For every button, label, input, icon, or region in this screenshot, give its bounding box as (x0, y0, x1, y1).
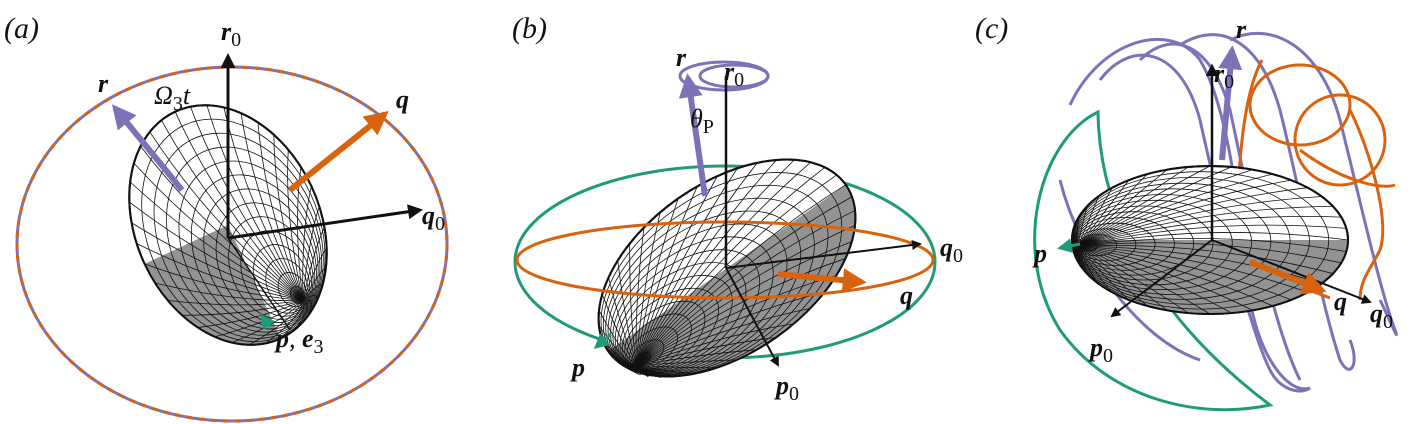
q-vector-c (1248, 259, 1327, 295)
panel-a: (a) r0 r Ω3t q q0 p, e3 (4, 12, 449, 423)
label-p-c: p (1032, 239, 1047, 268)
label-theta-b: θP (690, 104, 714, 138)
label-q0-b: q0 (940, 233, 963, 267)
r-vector-a (111, 104, 185, 192)
p-vector-a (260, 313, 276, 331)
p-axis-a (227, 237, 291, 331)
q0-axis-b (725, 240, 922, 269)
label-q-b: q (900, 281, 913, 310)
panel-b-tag: (b) (512, 12, 547, 45)
p0-axis-b (725, 267, 779, 367)
panel-c: (c) (975, 12, 1398, 412)
p-vector-b (593, 332, 612, 349)
p-vector-c (1057, 238, 1081, 254)
q-vector-a (288, 111, 389, 193)
q0-axis-a (227, 204, 423, 240)
label-p0-c: p0 (1088, 333, 1113, 367)
label-r0-a: r0 (221, 17, 241, 51)
label-q0-c: q0 (1370, 299, 1393, 333)
q0-axis-c (1211, 239, 1372, 304)
p0-axis-c (1110, 239, 1213, 318)
label-p-e3-a: p, e3 (274, 324, 324, 358)
label-q0-a: q0 (422, 201, 445, 235)
ellipsoid-c (1071, 165, 1349, 315)
panel-c-tag: (c) (975, 12, 1008, 45)
label-q-c: q (1334, 287, 1347, 316)
panel-b: (b) r r0 θP q0 q p p0 (512, 12, 963, 405)
r-vector-b (678, 73, 708, 197)
r-vector-c (1218, 45, 1243, 161)
q-vector-b (777, 268, 867, 293)
label-q-a: q (396, 85, 409, 114)
label-r-b: r (676, 43, 687, 72)
label-p0-b: p0 (774, 371, 799, 405)
panel-a-tag: (a) (4, 12, 39, 45)
label-r0-b: r0 (724, 57, 744, 91)
label-r-a: r (98, 69, 109, 98)
label-omega-a: Ω3t (154, 81, 191, 115)
label-p-b: p (570, 353, 585, 382)
label-r-c: r (1236, 15, 1247, 44)
label-r0-c: r0 (1214, 59, 1234, 93)
